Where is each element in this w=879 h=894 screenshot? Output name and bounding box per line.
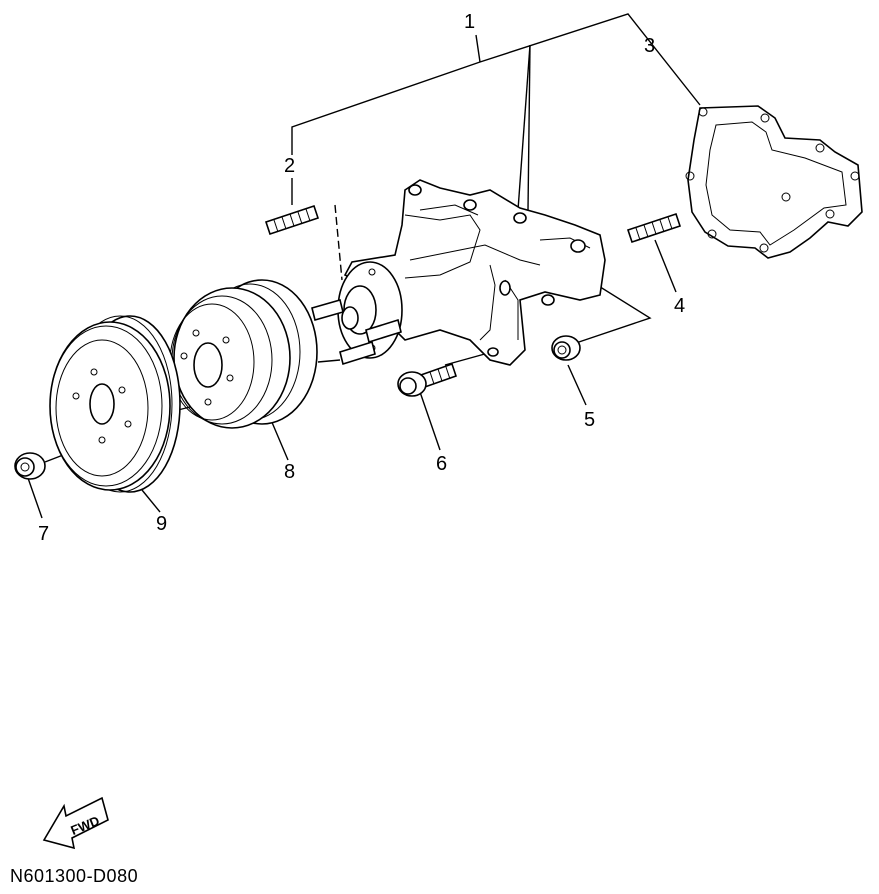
leader-lines bbox=[27, 13, 701, 519]
pulley-inner bbox=[169, 279, 318, 429]
fwd-arrow-icon: FWD bbox=[42, 796, 109, 850]
callout-8: 8 bbox=[284, 461, 295, 483]
callout-2: 2 bbox=[284, 155, 295, 177]
callout-7: 7 bbox=[38, 523, 49, 545]
callout-1: 1 bbox=[464, 11, 475, 33]
callout-9: 9 bbox=[156, 513, 167, 535]
callout-6: 6 bbox=[436, 453, 447, 475]
callout-4: 4 bbox=[674, 295, 685, 317]
bolt bbox=[397, 362, 458, 397]
callout-5: 5 bbox=[584, 409, 595, 431]
water-pump-body bbox=[311, 179, 606, 366]
nut-left bbox=[14, 452, 46, 480]
nut-right bbox=[551, 335, 581, 361]
pulley-outer bbox=[49, 315, 181, 493]
stud-top-left bbox=[264, 204, 320, 236]
gasket bbox=[685, 105, 863, 259]
stud-right bbox=[626, 212, 682, 244]
diagram-code: N601300-D080 bbox=[10, 866, 139, 886]
callout-3: 3 bbox=[644, 35, 655, 57]
